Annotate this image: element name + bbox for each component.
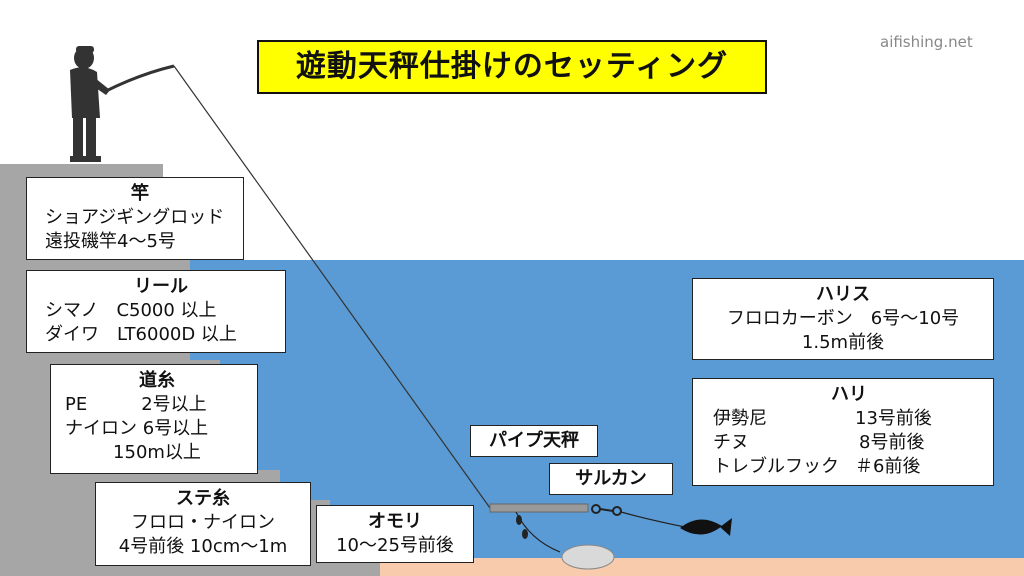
hook-row: チヌ 8号前後 xyxy=(713,431,985,455)
pipe-label: パイプ天秤 xyxy=(489,430,579,451)
rod-header: 竿 xyxy=(131,183,149,204)
rod-box: 竿 ショアジギングロッド 遠投磯竿4～5号 xyxy=(26,177,244,260)
reel-box: リール シマノ C5000 以上 ダイワ LT6000D 以上 xyxy=(26,270,286,353)
suteito-line-2: 4号前後 10cm～1m xyxy=(118,536,288,557)
hook-size: 13号前後 xyxy=(855,408,932,429)
hook-header: ハリ xyxy=(831,384,867,405)
leader-header: ハリス xyxy=(816,284,870,305)
rod-line-2: 遠投磯竿4～5号 xyxy=(45,231,176,252)
sinker-box: オモリ 10～25号前後 xyxy=(316,505,474,563)
fishing-line xyxy=(173,65,491,509)
hook-row: 伊勢尼 13号前後 xyxy=(713,407,985,431)
reel-header: リール xyxy=(134,276,188,297)
hook-size: 8号前後 xyxy=(859,432,925,453)
pipe-label-box: パイプ天秤 xyxy=(470,425,598,457)
swivel-label: サルカン xyxy=(575,468,647,489)
hook-box: ハリ 伊勢尼 13号前後 チヌ 8号前後 トレブルフック ＃6前後 xyxy=(692,378,994,486)
seabed xyxy=(380,558,1024,576)
mainline-line-1: PE 2号以上 xyxy=(65,394,207,415)
fish-icon xyxy=(680,518,732,536)
mainline-line-3: 150m以上 xyxy=(113,442,201,463)
mainline-header: 道糸 xyxy=(139,370,175,391)
sinker-header: オモリ xyxy=(368,511,422,532)
rod-icon xyxy=(103,64,175,94)
hook-row: トレブルフック ＃6前後 xyxy=(713,455,985,479)
rod-line-1: ショアジギングロッド xyxy=(45,207,225,228)
reel-line-2: ダイワ LT6000D 以上 xyxy=(45,324,237,345)
hook-name: チヌ xyxy=(713,432,749,453)
weight-icon xyxy=(561,544,615,570)
hook-size: ＃6前後 xyxy=(855,456,921,477)
site-watermark: aifishing.net xyxy=(880,33,973,51)
sinker-line-1: 10～25号前後 xyxy=(336,535,454,556)
pipe-sinker-icon xyxy=(489,503,589,513)
leader-line-1: フロロカーボン 6号～10号 xyxy=(726,308,960,329)
mainline-line-2: ナイロン 6号以上 xyxy=(65,418,209,439)
swivel-label-box: サルカン xyxy=(549,463,673,495)
suteito-header: ステ糸 xyxy=(176,488,230,509)
sute-swivel-icon xyxy=(516,515,528,539)
leader-box: ハリス フロロカーボン 6号～10号 1.5m前後 xyxy=(692,278,994,360)
page-title: 遊動天秤仕掛けのセッティング xyxy=(257,40,767,94)
reel-line-1: シマノ C5000 以上 xyxy=(45,300,217,321)
suteito-line-1: フロロ・ナイロン xyxy=(131,512,275,533)
leader-line-2: 1.5m前後 xyxy=(801,332,885,353)
suteito-box: ステ糸 フロロ・ナイロン 4号前後 10cm～1m xyxy=(95,482,311,566)
swivel-icon xyxy=(591,504,622,516)
angler-icon xyxy=(70,46,110,162)
mainline-box: 道糸 PE 2号以上 ナイロン 6号以上 150m以上 xyxy=(50,364,258,474)
hook-name: トレブルフック xyxy=(713,456,839,477)
hook-name: 伊勢尼 xyxy=(713,408,767,429)
